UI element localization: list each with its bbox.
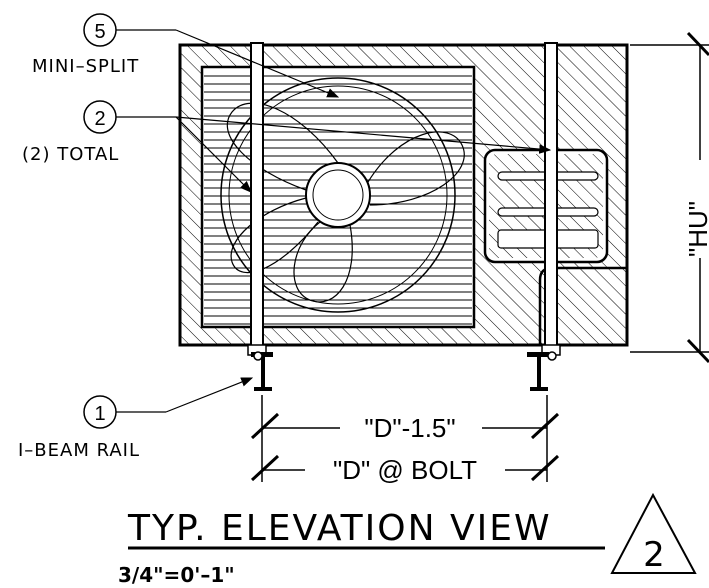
view-title: TYP. ELEVATION VIEW — [127, 508, 552, 549]
width-dimensions: "D"-1.5" "D" @ BOLT — [250, 395, 560, 485]
callout-number-1: 1 — [94, 403, 105, 425]
brackets-label: (2) TOTAL — [22, 144, 119, 165]
callout-mini-split: 5 MINI–SPLIT — [32, 13, 340, 98]
fan-icon — [220, 77, 465, 313]
callout-number-5: 5 — [94, 21, 105, 43]
mounting-brackets — [247, 42, 561, 356]
rail-label: I–BEAM RAIL — [18, 440, 140, 461]
bolt-width-label: "D" @ BOLT — [333, 455, 477, 485]
scale-label: 3/4"=0'–1" — [118, 563, 235, 587]
detail-number: 2 — [643, 535, 665, 575]
mini-split-label: MINI–SPLIT — [32, 56, 139, 77]
mini-split-unit — [178, 43, 629, 347]
height-label: "HU" — [683, 201, 709, 257]
title-block: TYP. ELEVATION VIEW 2 3/4"=0'–1" — [118, 492, 697, 587]
inner-width-label: "D"-1.5" — [364, 413, 455, 443]
i-beam-rails — [251, 351, 557, 391]
callout-rail: 1 I–BEAM RAIL — [18, 377, 254, 461]
callout-brackets: 2 (2) TOTAL — [22, 100, 552, 193]
callout-number-2: 2 — [94, 108, 105, 130]
height-dimension: "HU" — [630, 31, 709, 364]
